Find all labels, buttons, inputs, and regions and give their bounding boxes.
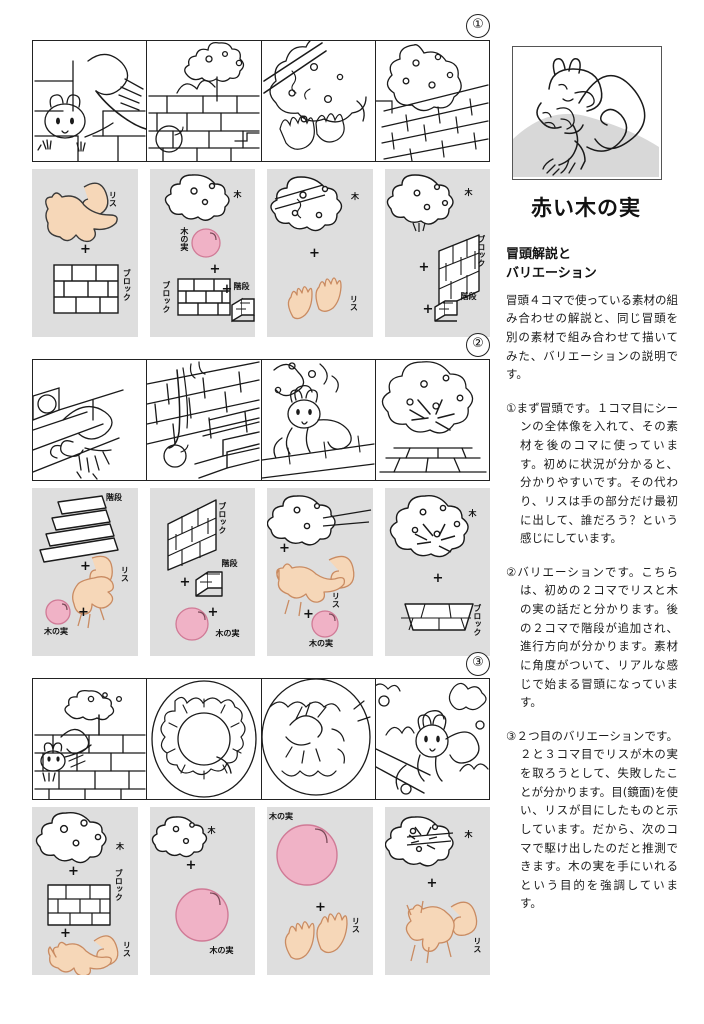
label-block: ブロック (217, 502, 227, 534)
label-nut: 木の実 (215, 629, 240, 638)
material-cell-3-3: 木の実 + リス (267, 807, 373, 975)
row-number-1: ① (466, 14, 490, 38)
material-cell-2-2: ブロック + 階段 + 木の実 (149, 488, 255, 656)
label-stairs: 階段 (233, 282, 250, 291)
cover-illustration (512, 46, 662, 180)
label-nut: 木の実 (269, 812, 293, 821)
plus-sign: + (78, 605, 89, 620)
note-1: ①まず冒頭です。１コマ目にシーンの全体像を入れて、その素材を後のコマに使っていま… (506, 400, 678, 546)
panel-3-2[interactable] (147, 679, 262, 799)
label-nut: 木の実 (44, 627, 68, 636)
materials-row-3: 木 + ブロック + リス (32, 807, 490, 975)
row-number-3: ③ (466, 652, 490, 676)
plus-sign: + (80, 242, 91, 257)
note-3: ③２つ目のバリエーションです。２と３コマ目でリスが木の実を取ろうとして、失敗した… (506, 728, 678, 911)
section-heading-line1: 冒頭解説と (506, 247, 572, 262)
label-squirrel: リス (120, 566, 130, 582)
strip-row-1 (32, 40, 490, 162)
label-squirrel: リス (122, 941, 132, 957)
materials-row-1: リス + ブロック (32, 169, 490, 337)
plus-sign: + (303, 607, 314, 622)
panel-1-2[interactable] (147, 41, 262, 161)
plus-sign: + (207, 605, 219, 620)
strip-row-2 (32, 359, 490, 481)
material-cell-3-2: 木 + 木の実 (149, 807, 255, 975)
plus-sign: + (68, 864, 79, 879)
material-cell-2-4: 木 + ブロック (384, 488, 490, 656)
label-stairs: 階段 (221, 559, 238, 568)
material-cell-1-3: 木 + リス (267, 169, 373, 337)
label-tree: 木 (207, 826, 216, 835)
label-block: ブロック (476, 235, 486, 267)
comic-row-2: ② (32, 333, 490, 656)
label-tree: 木 (233, 190, 242, 199)
label-squirrel: リス (331, 592, 341, 608)
panel-1-3[interactable] (261, 41, 376, 161)
label-block: ブロック (472, 604, 482, 636)
label-nut: 木の実 (309, 639, 333, 648)
material-cell-3-4: 木 + リス (384, 807, 490, 975)
plus-sign: + (80, 559, 91, 574)
label-tree: 木 (464, 830, 473, 839)
panel-3-4[interactable] (375, 679, 489, 799)
sidebar: 赤い木の実 冒頭解説と バリエーション 冒頭４コマで使っている素材の組み合わせの… (506, 46, 678, 913)
material-cell-1-4: 木 + ブロック + 階段 (384, 169, 490, 337)
label-squirrel: リス (472, 937, 482, 953)
plus-sign: + (209, 262, 221, 277)
material-cell-3-1: 木 + ブロック + リス (32, 807, 138, 975)
note-2: ②バリエーションです。こちらは、初めの２コマでリスと木の実の話だと分かります。後… (506, 564, 678, 710)
plus-sign: + (179, 575, 191, 590)
plus-sign: + (279, 541, 290, 556)
label-block: ブロック (161, 281, 171, 313)
panel-2-4[interactable] (375, 360, 489, 480)
panel-2-2[interactable] (147, 360, 262, 480)
materials-row-2: 階段 + リス + 木の実 (32, 488, 490, 656)
panel-3-1[interactable] (33, 679, 148, 799)
plus-sign: + (60, 926, 71, 941)
label-tree: 木 (464, 188, 473, 197)
section-heading: 冒頭解説と バリエーション (506, 246, 678, 284)
label-nut: 木の実 (179, 227, 189, 251)
label-tree: 木 (468, 509, 477, 518)
plus-sign: + (418, 260, 430, 275)
material-cell-1-1: リス + ブロック (32, 169, 138, 337)
panel-2-1[interactable] (33, 360, 148, 480)
panel-2-3[interactable] (261, 360, 376, 480)
plus-sign: + (185, 858, 197, 873)
label-stairs: 階段 (106, 493, 122, 502)
material-cell-2-1: 階段 + リス + 木の実 (32, 488, 138, 656)
label-tree: 木 (351, 192, 359, 201)
label-squirrel: リス (351, 917, 361, 933)
label-tree: 木 (116, 842, 124, 851)
material-cell-2-3: + リス + 木の実 (267, 488, 373, 656)
plus-sign: + (315, 900, 326, 915)
comic-rows: ① (32, 14, 490, 987)
strip-row-3 (32, 678, 490, 800)
plus-sign: + (309, 246, 320, 261)
label-nut: 木の実 (209, 946, 234, 955)
section-heading-line2: バリエーション (506, 265, 597, 281)
comic-row-1: ① (32, 14, 490, 337)
panel-1-1[interactable] (33, 41, 148, 161)
plus-sign: + (221, 282, 233, 297)
plus-sign: + (426, 876, 438, 891)
section-intro: 冒頭４コマで使っている素材の組み合わせの解説と、同じ冒頭を別の素材で組み合わせて… (506, 292, 678, 382)
label-block: ブロック (122, 269, 132, 301)
label-stairs: 階段 (460, 292, 477, 301)
row-number-2: ② (466, 333, 490, 357)
plus-sign: + (422, 302, 434, 317)
label-block: ブロック (114, 869, 124, 901)
plus-sign: + (432, 571, 444, 586)
comic-row-3: ③ (32, 652, 490, 975)
panel-3-3[interactable] (261, 679, 376, 799)
label-squirrel: リス (349, 295, 359, 311)
material-cell-1-2: 木 木の実 + ブロック + 階段 (149, 169, 255, 337)
panel-1-4[interactable] (375, 41, 489, 161)
page-title: 赤い木の実 (531, 196, 641, 220)
label-squirrel: リス (108, 191, 118, 207)
